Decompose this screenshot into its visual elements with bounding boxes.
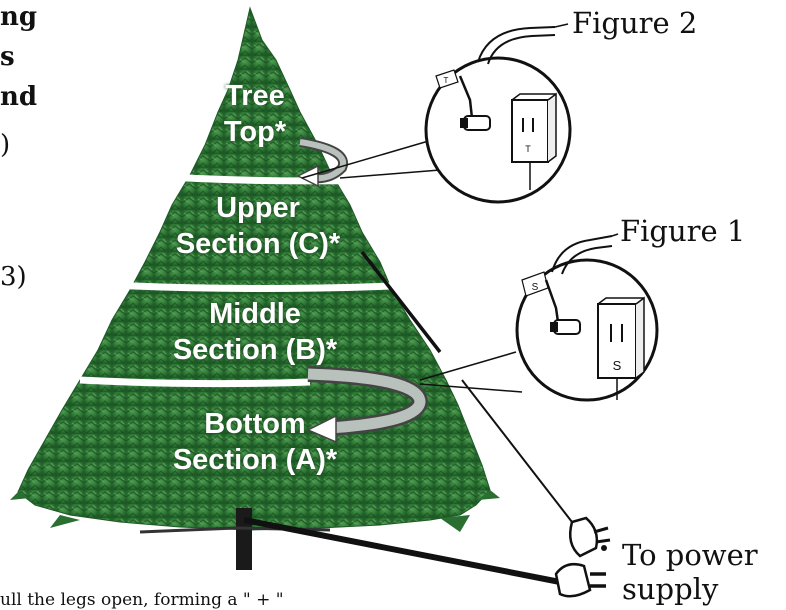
cord-to-plug-1 xyxy=(461,379,573,523)
band-upper-middle xyxy=(109,281,416,292)
section-label-middle-line2: Section (B)* xyxy=(172,334,338,366)
power-supply-label: To power supply xyxy=(622,538,758,606)
plug-icon-lower xyxy=(554,563,606,598)
power-supply-line1: To power xyxy=(622,538,758,572)
leader-fig1-b xyxy=(419,383,523,393)
section-label-bottom-line2: Section (A)* xyxy=(172,444,338,476)
left-text-fragment-3: nd xyxy=(0,82,38,112)
figure2-label: Figure 2 xyxy=(572,6,698,40)
leader-fig2-b xyxy=(339,169,441,179)
figure1-label: Figure 1 xyxy=(620,214,746,248)
cord-upper-section xyxy=(360,250,442,354)
figure1-leader xyxy=(611,233,619,237)
figure1-detail: S S xyxy=(515,235,659,402)
section-label-middle-line1: Middle xyxy=(209,298,301,330)
figure1-outlet xyxy=(597,303,637,379)
left-text-fragment-1: ng xyxy=(0,2,38,32)
section-label-upper-line2: Section (C)* xyxy=(175,228,341,260)
power-supply-line2: supply xyxy=(622,572,719,606)
band-middle-bottom xyxy=(79,376,311,388)
section-label-bottom-line1: Bottom xyxy=(204,408,306,440)
section-label-bottom: Bottom Section (A)* xyxy=(130,406,380,478)
section-label-upper-line1: Upper xyxy=(216,192,300,224)
section-label-tree-top-line1: Tree xyxy=(225,80,285,112)
figure2-leader xyxy=(554,23,569,28)
plug-icon-upper xyxy=(569,516,611,558)
leader-fig2 xyxy=(301,139,433,179)
figure2-detail: T T xyxy=(424,26,572,204)
arrow-middle-to-bottom xyxy=(306,366,429,444)
tree-body xyxy=(17,6,491,531)
left-text-fragment-4: ) xyxy=(0,130,11,160)
left-text-fragment-2: s xyxy=(0,42,15,72)
leader-fig1-a xyxy=(419,351,517,381)
tree-trunk xyxy=(236,508,252,570)
figure1-tag-letter: S xyxy=(532,282,539,293)
cord-trunk-to-plug-2 xyxy=(243,517,561,585)
figure1-outlet-letter: S xyxy=(613,358,622,373)
band-top-upper xyxy=(149,172,386,185)
figure2-tag-letter: T xyxy=(444,76,449,85)
section-label-tree-top-line2: Top* xyxy=(223,116,287,148)
instruction-text-fragment: ull the legs open, forming a " + " xyxy=(0,590,284,610)
left-text-fragment-5: 3) xyxy=(0,262,27,292)
figure2-outlet-letter: T xyxy=(525,144,531,154)
section-label-upper: Upper Section (C)* xyxy=(138,190,378,262)
section-label-middle: Middle Section (B)* xyxy=(130,296,380,368)
section-label-tree-top: Tree Top* xyxy=(200,78,310,150)
